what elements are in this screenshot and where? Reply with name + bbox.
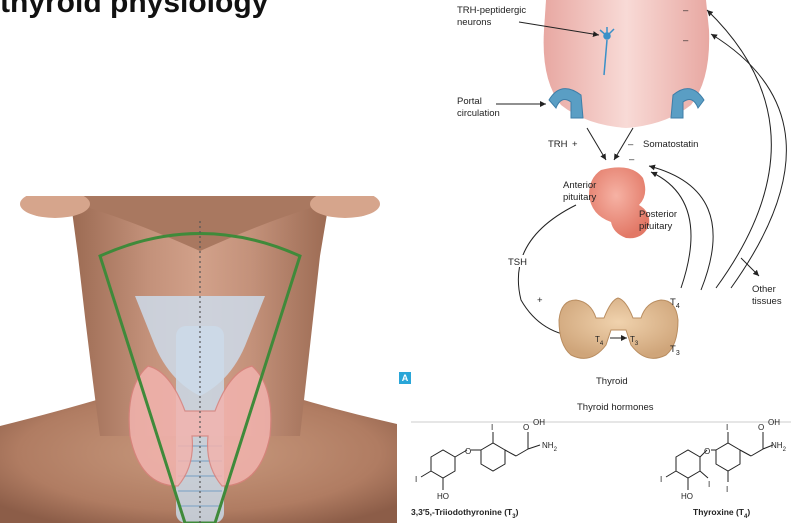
label-tissues: tissues xyxy=(752,296,782,307)
t4-ho: HO xyxy=(681,492,693,501)
panel-badge: A xyxy=(399,372,411,384)
label-trh-neurons: TRH-peptidergic xyxy=(457,5,526,16)
t3-i2: I xyxy=(415,475,417,484)
arrow-to-tissues xyxy=(741,258,759,276)
page-title: thyroid physiology xyxy=(0,0,268,20)
t3-ho: HO xyxy=(437,492,449,501)
t4-i2: I xyxy=(726,485,728,494)
t4-i1: I xyxy=(726,423,728,432)
label-anterior-2: pituitary xyxy=(563,192,597,203)
label-posterior-2: pituitary xyxy=(639,221,673,232)
label-tsh: TSH xyxy=(508,257,527,268)
thyroid-regulation-diagram: TRH-peptidergic neurons Portal circulati… xyxy=(411,0,791,523)
t4-nh2: NH2 xyxy=(771,441,787,453)
neck-illustration xyxy=(0,196,397,523)
label-other: Other xyxy=(752,284,776,295)
label-trh-neurons-2: neurons xyxy=(457,17,492,28)
somatostatin-minus: – xyxy=(628,139,634,150)
feedback-minus-hypo-2: – xyxy=(683,35,689,46)
t3-nh2: NH2 xyxy=(542,441,558,453)
thyroid-gland-diagram xyxy=(559,298,678,358)
t4-o-acid: O xyxy=(758,423,764,432)
label-t3-out: T3 xyxy=(670,344,680,357)
tsh-plus: + xyxy=(537,295,543,306)
t3-o: O xyxy=(465,447,471,456)
t4-name: Thyroxine (T4) xyxy=(693,507,750,520)
feedback-to-hypothalamus-1 xyxy=(707,10,771,288)
feedback-to-hypothalamus-2 xyxy=(711,34,786,288)
t4-oh: OH xyxy=(768,418,780,427)
label-posterior: Posterior xyxy=(639,209,677,220)
label-somatostatin: Somatostatin xyxy=(643,139,698,150)
t3-oh: OH xyxy=(533,418,545,427)
feedback-minus-hypo-1: – xyxy=(683,5,689,16)
hypothalamus xyxy=(544,0,710,128)
t4-i4: I xyxy=(708,480,710,489)
label-anterior: Anterior xyxy=(563,180,596,191)
t3-structure xyxy=(421,432,540,490)
feedback-minus-pit: – xyxy=(629,154,635,165)
t4-i3: I xyxy=(660,475,662,484)
t4-o: O xyxy=(704,447,710,456)
t3-i1: I xyxy=(491,423,493,432)
label-trh: TRH xyxy=(548,139,568,150)
label-thyroid-hormones: Thyroid hormones xyxy=(577,402,654,413)
t4-structure xyxy=(666,432,773,490)
t3-name: 3,3′5,-Triiodothyronine (T3) xyxy=(411,507,519,520)
label-thyroid: Thyroid xyxy=(596,376,628,387)
trh-plus: + xyxy=(572,139,578,150)
label-portal-2: circulation xyxy=(457,108,500,119)
t3-o-acid: O xyxy=(523,423,529,432)
label-portal: Portal xyxy=(457,96,482,107)
